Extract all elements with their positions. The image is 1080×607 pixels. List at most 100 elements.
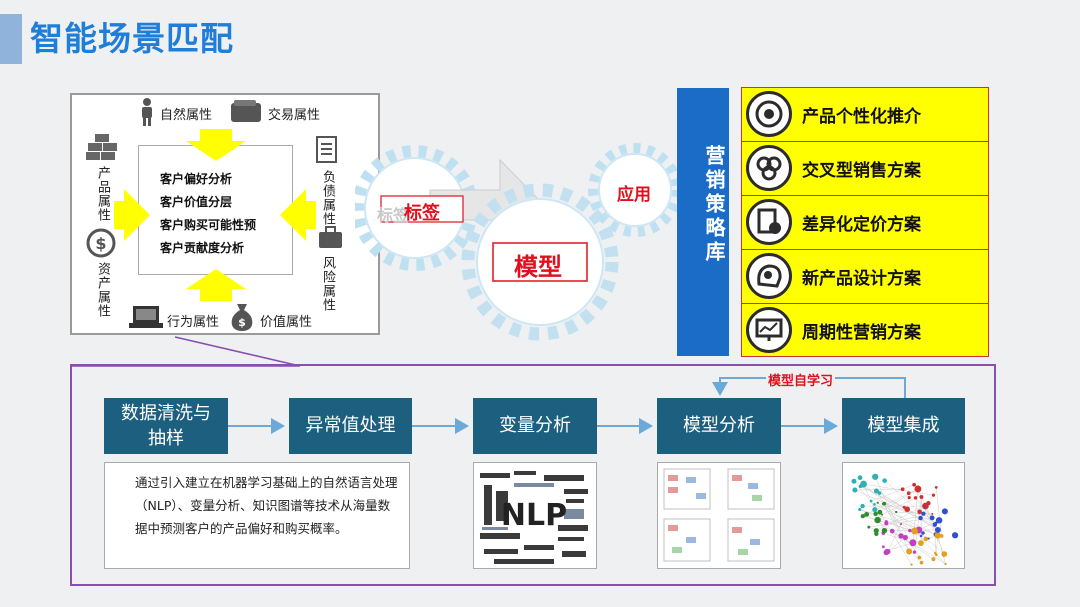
network-node	[918, 540, 924, 547]
strategy-title: 营销策略库	[702, 145, 726, 265]
svg-text:$: $	[95, 234, 106, 253]
tag-ghost-label: 标签	[377, 206, 410, 225]
network-node	[912, 482, 917, 487]
network-node	[913, 496, 918, 500]
network-node	[881, 513, 884, 516]
network-node	[885, 548, 891, 555]
network-node	[906, 491, 911, 496]
attr-asset: 资产属性	[95, 262, 110, 318]
network-node	[904, 506, 910, 513]
strategy-item: 差异化定价方案	[742, 196, 988, 250]
network-node	[921, 511, 926, 516]
laptop-icon	[129, 306, 163, 328]
step-outlier-handling: 异常值处理	[289, 398, 412, 454]
title-accent-bar	[0, 14, 22, 64]
network-node	[923, 506, 926, 509]
network-node	[884, 521, 889, 526]
apply-label: 应用	[617, 185, 651, 205]
network-node	[882, 478, 887, 483]
strategy-item: 新产品设计方案	[742, 250, 988, 304]
gear-cluster	[355, 143, 682, 341]
network-node	[929, 515, 935, 521]
svg-text:$: $	[238, 316, 246, 329]
network-node	[941, 551, 948, 557]
money-bag-icon: $	[231, 304, 253, 331]
network-node	[867, 525, 871, 529]
attr-liability: 负债属性	[320, 170, 335, 226]
step-model-ensemble: 模型集成	[842, 398, 965, 454]
network-node	[919, 495, 924, 499]
network-node	[944, 562, 947, 566]
network-node	[910, 563, 913, 566]
network-node	[908, 528, 912, 533]
network-node	[889, 528, 895, 534]
network-node	[873, 528, 879, 534]
network-node	[872, 473, 879, 480]
network-node	[872, 507, 878, 513]
model-diagram-image	[657, 462, 781, 569]
cycle-chart-icon	[746, 307, 792, 353]
dollar-coin-icon: $	[86, 228, 116, 258]
network-node	[873, 488, 879, 494]
network-node	[917, 509, 922, 515]
network-node	[894, 510, 898, 514]
step-data-cleaning: 数据清洗与 抽样	[104, 398, 228, 454]
network-node	[922, 502, 929, 510]
network-node	[939, 534, 944, 538]
network-node	[921, 531, 925, 535]
network-node	[874, 516, 881, 524]
analysis-item: 客户贡献度分析	[160, 241, 245, 255]
target-icon	[746, 91, 792, 137]
strategy-item: 交叉型销售方案	[742, 142, 988, 196]
network-node	[934, 532, 941, 539]
analysis-item: 客户价值分层	[160, 195, 233, 209]
network-node	[917, 555, 922, 560]
yellow-arrows	[114, 129, 316, 301]
cross-sell-icon	[746, 145, 792, 191]
ensemble-network-image	[842, 462, 965, 569]
document-icon	[316, 136, 337, 163]
brain-gear-icon	[746, 253, 792, 299]
network-node	[909, 539, 917, 547]
analysis-item: 客户购买可能性预	[160, 218, 257, 232]
nlp-wordcloud-image: NLP	[473, 462, 597, 569]
network-node	[877, 509, 883, 515]
network-node	[881, 545, 885, 549]
network-node	[911, 527, 918, 535]
network-node	[919, 560, 924, 565]
network-node	[869, 499, 873, 503]
gold-bars-icon	[86, 134, 117, 160]
network-node	[919, 534, 923, 538]
network-node	[951, 532, 959, 539]
network-node	[925, 537, 929, 541]
attr-behavior: 行为属性	[167, 315, 220, 330]
network-node	[907, 495, 911, 500]
network-node	[934, 526, 941, 533]
attr-product: 产品属性	[95, 166, 110, 222]
network-node	[931, 512, 934, 515]
network-node	[881, 502, 885, 506]
model-label: 模型	[514, 253, 562, 281]
strategy-item: 产品个性化推介	[742, 88, 988, 142]
network-node	[906, 548, 913, 555]
pipeline-frame	[70, 364, 996, 586]
network-node	[941, 508, 948, 515]
self-learning-label: 模型自学习	[766, 370, 836, 389]
network-node	[931, 493, 936, 497]
network-node	[852, 487, 858, 493]
network-node	[858, 507, 862, 512]
network-node	[851, 478, 857, 484]
network-node	[860, 503, 865, 509]
network-node	[927, 537, 930, 540]
network-node	[876, 501, 879, 504]
person-icon	[142, 98, 152, 126]
briefcase-icon	[319, 226, 342, 248]
attr-value: 价值属性	[260, 315, 313, 330]
network-node	[932, 522, 937, 527]
wallet-icon	[231, 100, 261, 122]
network-node	[873, 502, 876, 506]
network-node	[914, 485, 922, 493]
pipeline-description: 通过引入建立在机器学习基础上的自然语言处理（NLP）、变量分析、知识图谱等技术从…	[104, 462, 410, 569]
network-node	[881, 527, 888, 534]
